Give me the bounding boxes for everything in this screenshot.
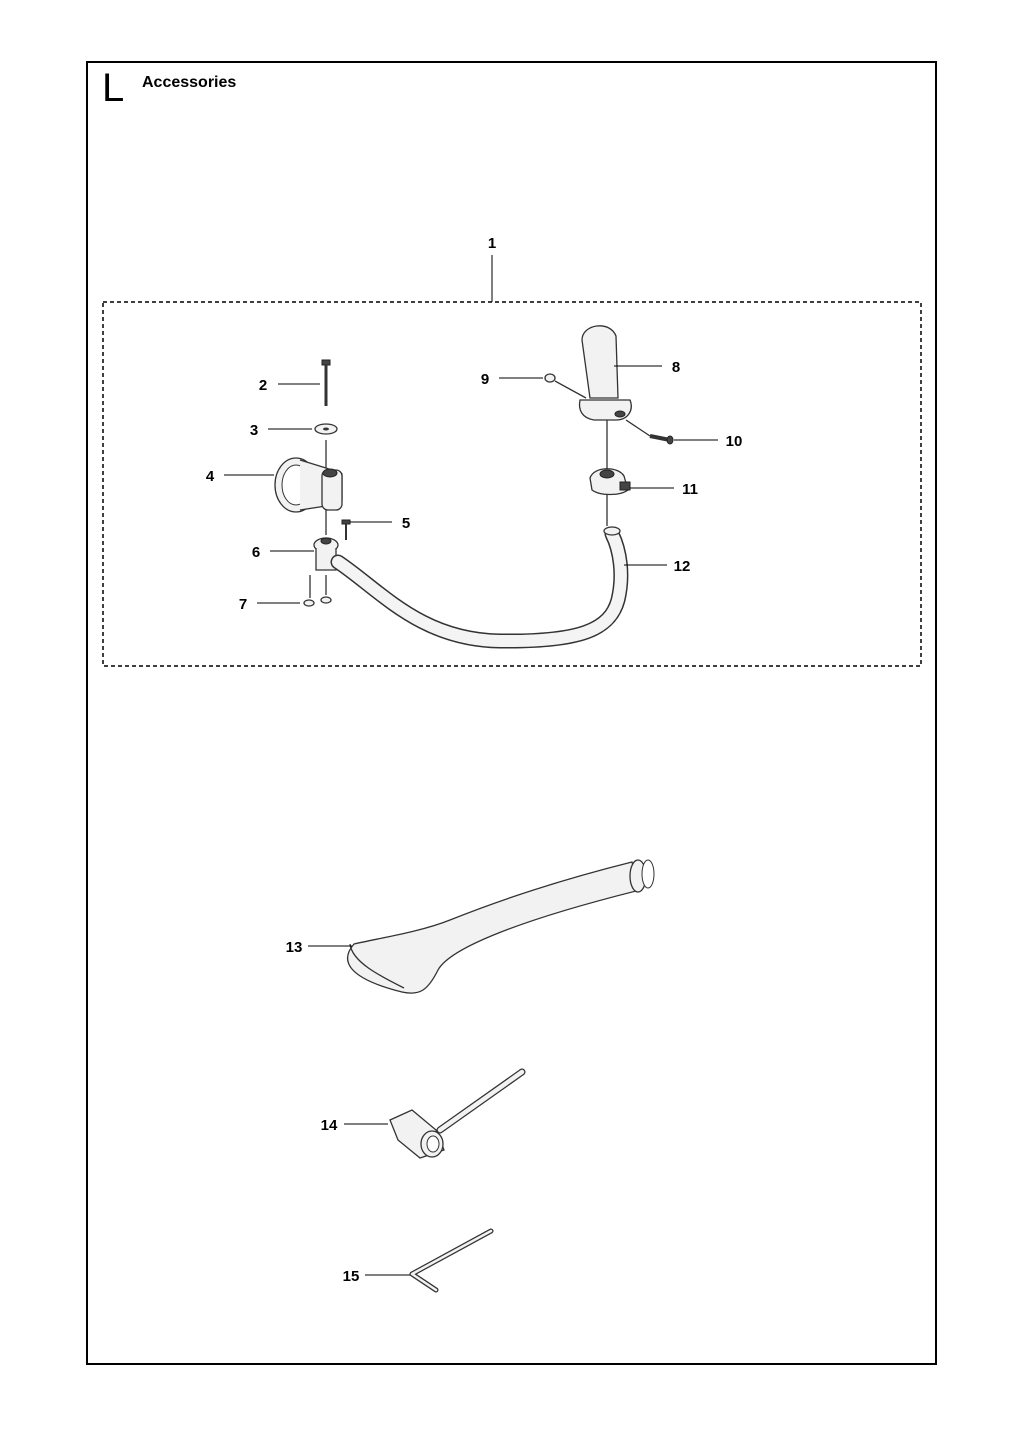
page-frame: [86, 61, 937, 1365]
part-7-nuts: [303, 596, 332, 607]
part-5-screw: [341, 519, 351, 540]
part-15-hex-key: [409, 1228, 494, 1293]
part-4-clamp: [274, 457, 343, 513]
callout-15: 15: [343, 1268, 360, 1285]
part-9-nut: [544, 373, 556, 383]
part-3-washer: [314, 423, 338, 435]
section-letter: L: [102, 66, 125, 110]
callout-6: 6: [252, 544, 260, 561]
section-title: Accessories: [142, 74, 237, 91]
callout-8: 8: [672, 359, 680, 376]
callout-5: 5: [402, 515, 410, 532]
axis-line-nut: [554, 380, 587, 399]
callout-11: 11: [682, 481, 698, 498]
part-2-bolt: [321, 359, 331, 406]
part-10-bolt: [649, 434, 674, 445]
callout-14: 14: [321, 1117, 338, 1134]
part-14-spanner: [389, 1068, 526, 1159]
part-8-grip: [578, 325, 632, 421]
assembly-group-box: [102, 301, 922, 667]
part-13-nozzle: [346, 859, 655, 994]
callout-1: 1: [488, 235, 496, 252]
callout-13: 13: [286, 939, 303, 956]
part-11-bracket: [589, 468, 631, 496]
part-12-loop-handle: [330, 526, 629, 649]
callout-7: 7: [239, 596, 247, 613]
callout-12: 12: [674, 558, 691, 575]
callout-4: 4: [206, 468, 215, 485]
axis-line-bolt: [625, 419, 651, 437]
callout-9: 9: [481, 371, 489, 388]
callout-10: 10: [726, 433, 743, 450]
callout-3: 3: [250, 422, 258, 439]
callout-2: 2: [259, 377, 267, 394]
